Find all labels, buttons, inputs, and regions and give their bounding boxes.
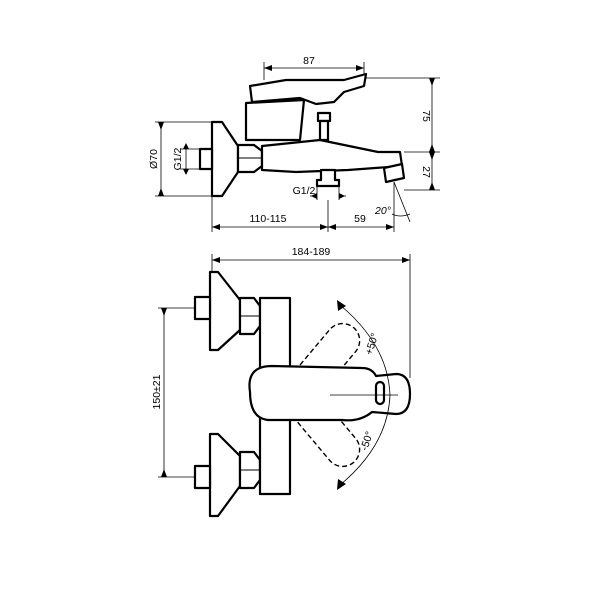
side-inlet-pipe (198, 147, 214, 171)
dim-spout-reach: 59 (354, 213, 366, 225)
dim-swing-positive: +50° (363, 332, 381, 357)
dim-body-height: 75 (420, 110, 432, 122)
side-lever-handle (248, 72, 368, 106)
top-upper-inlet-pipe (193, 295, 212, 321)
side-view: 87 75 27 Ø70 G1/2 G1/2 (148, 55, 440, 232)
side-spout-aerator (382, 162, 406, 184)
dim-inlet-spacing: 150±21 (151, 374, 163, 409)
dim-spout-height: 27 (420, 166, 432, 178)
side-shower-outlet (315, 168, 341, 188)
dim-spout-angle: 20° (374, 205, 391, 217)
top-lever-handle (248, 364, 412, 422)
side-diverter-knob (316, 111, 332, 123)
dim-wall-to-spout: 110-115 (250, 213, 287, 225)
dim-swing-negative: -50° (358, 430, 375, 452)
side-diverter-stem (318, 119, 330, 142)
side-wall-rosette (210, 120, 240, 198)
dim-wall-diameter: Ø70 (148, 149, 160, 169)
dim-handle-width: 87 (303, 55, 315, 67)
side-mixer-body (260, 138, 404, 174)
top-view: +50° -50° 184-189 150±21 (151, 246, 412, 518)
top-lever-tip (374, 380, 386, 406)
dim-outlet-thread: G1/2 (293, 185, 316, 197)
top-lower-rosette (208, 432, 242, 518)
dim-inlet-thread: G1/2 (172, 147, 184, 170)
side-cartridge-column (244, 98, 306, 142)
dim-total-depth: 184-189 (292, 246, 331, 258)
top-lower-inlet-pipe (193, 464, 212, 490)
top-upper-rosette (208, 270, 242, 352)
